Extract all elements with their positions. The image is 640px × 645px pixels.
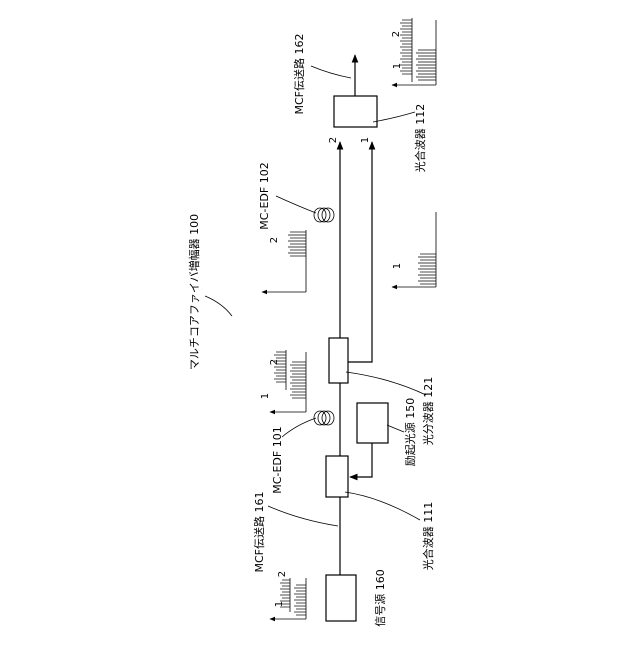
signal-source-box <box>326 575 356 621</box>
edf-coil-102 <box>314 208 334 222</box>
leader-edf-102 <box>276 196 316 213</box>
spectrum-output <box>392 18 436 85</box>
edf-102-label: MC-EDF 102 <box>258 162 271 229</box>
edf-101-label: MC-EDF 101 <box>271 426 284 493</box>
title-label: マルチコアファイバ増幅器 100 <box>188 214 201 370</box>
combiner-112-label: 光合波器 112 <box>413 104 427 173</box>
spectrum-edf102-label-2: 2 <box>269 237 280 243</box>
pump-box <box>357 403 388 443</box>
mcf-line-core1 <box>348 142 372 362</box>
signal-source-label: 信号源 160 <box>373 569 387 627</box>
spectrum-input <box>270 578 306 619</box>
spectrum-input-label-2: 2 <box>277 571 288 577</box>
splitter-121-label: 光分波器 121 <box>421 377 435 446</box>
combiner-112-box <box>334 96 377 127</box>
leader-splitter-121 <box>346 372 426 395</box>
spectrum-output-label-1: 1 <box>392 63 403 69</box>
splitter-121-box <box>329 338 348 383</box>
mcf-162-label: MCF伝送路 162 <box>292 34 306 115</box>
leader-mcf-162 <box>311 66 351 78</box>
leader-pump-150 <box>387 425 404 432</box>
spectrum-input-label-1: 1 <box>274 601 285 607</box>
core-2-label-main: 2 <box>328 137 339 143</box>
spectrum-core1 <box>392 212 436 287</box>
spectrum-edf101-label-1: 1 <box>260 393 271 399</box>
leader-title <box>205 296 232 316</box>
leader-combiner-111 <box>345 492 420 520</box>
combiner-111-box <box>326 456 348 497</box>
spectrum-output-label-2: 2 <box>391 31 402 37</box>
pump-line <box>350 443 372 477</box>
edf-coil-101 <box>314 411 334 425</box>
pump-150-label: 励起光源 150 <box>403 398 417 467</box>
spectrum-core1-label-1: 1 <box>392 263 403 269</box>
spectrum-edf101-label-2: 2 <box>269 359 280 365</box>
combiner-111-label: 光合波器 111 <box>421 502 435 571</box>
core-1-label-main: 1 <box>360 137 371 143</box>
leader-mcf-161 <box>268 506 338 526</box>
leader-combiner-112 <box>373 112 415 122</box>
leader-edf-101 <box>282 418 316 437</box>
mcf-161-label: MCF伝送路 161 <box>252 492 266 573</box>
